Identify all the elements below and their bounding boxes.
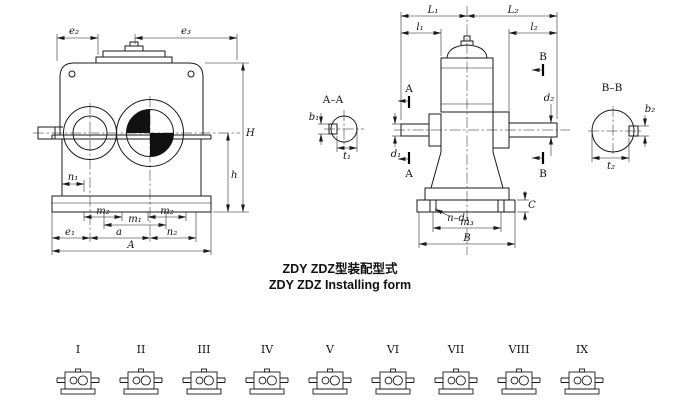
gearbox-icon: [245, 368, 289, 395]
inspection-cover: [95, 56, 173, 63]
output-bearing-boss: [116, 99, 184, 167]
dim-n2: n₂: [167, 227, 177, 238]
gearbox-icon: [434, 368, 478, 395]
form-label: V: [325, 343, 335, 356]
dim-n1: n₁: [68, 172, 78, 183]
installing-forms: I II III IV V VI VII VIII: [56, 343, 604, 395]
form-label: VI: [386, 343, 399, 356]
breather-plug-side: [463, 35, 471, 41]
output-shaft-side: [509, 122, 558, 138]
input-bearing-cap: [428, 113, 442, 147]
form-item-3: III: [182, 343, 226, 395]
base-plate: [51, 195, 212, 213]
section-b-b: B–B b₂ t₂: [588, 82, 655, 172]
form-item-4: IV: [245, 343, 289, 395]
dim-l1: l₁: [416, 22, 423, 33]
upper-housing: [440, 57, 494, 113]
gearbox-icon: [56, 368, 100, 395]
gearbox-icon: [497, 368, 541, 395]
form-item-9: IX: [560, 343, 604, 395]
gearbox-icon: [560, 368, 604, 395]
section-a-a: A–A b₁ t₁: [309, 94, 364, 162]
dim-b2: b₂: [645, 104, 655, 115]
form-label: I: [76, 343, 80, 356]
dim-l2: l₂: [530, 22, 537, 33]
dim-t1: t₁: [343, 151, 351, 162]
shaft-section-d1: [330, 115, 358, 143]
gearbox-icon: [371, 368, 415, 395]
form-label: IV: [261, 343, 274, 356]
dim-n-d3: n–d₃: [447, 213, 469, 224]
input-shaft-side: [400, 123, 429, 137]
form-label: VII: [447, 343, 465, 356]
gearbox-icon: [182, 368, 226, 395]
dim-m2-left: m₂: [96, 206, 110, 217]
section-mark-B-top: B: [539, 51, 547, 63]
checker-quadrant: [126, 109, 150, 133]
form-item-7: VII: [434, 343, 478, 395]
gearbox-icon: [308, 368, 352, 395]
foot-flange: [416, 199, 516, 213]
dim-e2: e₂: [69, 26, 79, 37]
form-label: VIII: [508, 343, 530, 356]
form-item-1: I: [56, 343, 100, 395]
top-dome: [446, 44, 488, 59]
dim-t2: t₂: [607, 161, 615, 172]
dim-L1: L₁: [427, 5, 439, 16]
dim-L2: L₂: [507, 5, 519, 16]
side-view: L₁ L₂ l₁ l₂ A A B B d₁ d₂ C: [391, 5, 570, 255]
checker-quadrant: [150, 133, 174, 157]
cover-bolt: [68, 70, 76, 78]
output-bearing-cap: [492, 111, 510, 149]
section-bb-label: B–B: [602, 82, 623, 94]
keyway-bb: [628, 125, 639, 137]
dim-B-width: B: [462, 233, 470, 244]
form-label: III: [197, 343, 210, 356]
shaft-section-d2: [591, 109, 635, 153]
dim-a: a: [116, 227, 122, 238]
gearbox-icon: [119, 368, 163, 395]
dim-e1: e₁: [65, 227, 75, 238]
section-mark-A-bottom: A: [404, 168, 413, 180]
cover-bolt: [187, 70, 195, 78]
dim-m3: m₃: [460, 217, 474, 228]
dim-e3: e₃: [181, 26, 191, 37]
section-mark-B-bottom: B: [539, 168, 547, 180]
dim-d2: d₂: [544, 93, 554, 104]
section-aa-label: A–A: [322, 94, 344, 106]
dim-m2-right: m₂: [160, 206, 174, 217]
title-en: ZDY ZDZ Installing form: [269, 278, 411, 292]
dim-b1: b₁: [309, 112, 319, 123]
section-mark-A-top: A: [404, 83, 413, 95]
form-item-6: VI: [371, 343, 415, 395]
drawing-title: ZDY ZDZ型装配型式 ZDY ZDZ Installing form: [269, 261, 411, 292]
dim-H: H: [245, 128, 255, 139]
form-item-8: VIII: [497, 343, 541, 395]
dim-d1: d₁: [391, 149, 401, 160]
dim-m1: m₁: [128, 214, 142, 225]
form-item-2: II: [119, 343, 163, 395]
dim-h: h: [231, 170, 237, 181]
front-view: e₂ e₃ H h n₁ m₂ m₂ m₁ e₁ a n₂: [33, 26, 255, 255]
dim-C: C: [528, 200, 536, 211]
input-shaft: [37, 126, 63, 140]
housing-upper: [59, 62, 204, 135]
form-item-5: V: [308, 343, 352, 395]
form-label: II: [137, 343, 146, 356]
title-cn: ZDY ZDZ型装配型式: [282, 261, 398, 276]
keyway-aa: [328, 123, 338, 135]
breather-plug: [124, 45, 144, 51]
form-label: IX: [576, 343, 588, 356]
dim-A: A: [126, 240, 134, 251]
